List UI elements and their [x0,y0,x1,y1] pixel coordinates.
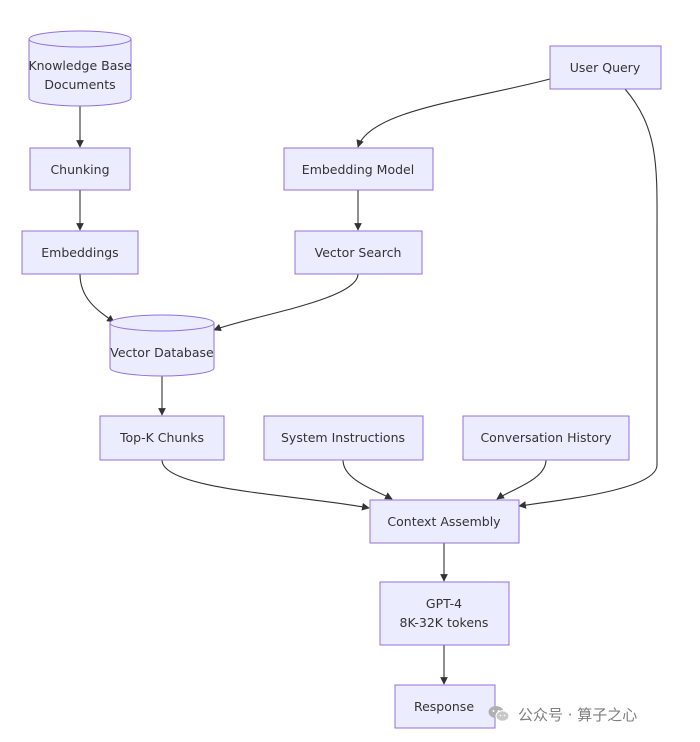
node-embedding-model: Embedding Model [283,147,434,191]
context-assembly-label: Context Assembly [387,514,501,529]
kb-label-line2: Documents [44,77,115,92]
watermark: 公众号 · 算子之心 [488,702,637,726]
node-conversation-history: Conversation History [462,415,630,461]
edges [76,78,658,685]
topk-chunks-label: Top-K Chunks [119,430,204,445]
node-context-assembly: Context Assembly [369,499,520,544]
node-knowledge-base: Knowledge Base Documents [28,30,132,107]
node-chunking: Chunking [29,147,131,191]
node-user-query: User Query [549,45,662,90]
kb-label-line1: Knowledge Base [28,58,131,73]
embedding-model-label: Embedding Model [302,162,414,177]
response-label: Response [414,699,474,714]
node-gpt4: GPT-4 8K-32K tokens [379,581,510,646]
edge-topk-context [161,459,370,511]
node-vector-database: Vector Database [109,314,215,377]
edge-history-context [496,459,547,500]
gpt4-label-line1: GPT-4 [426,596,462,611]
edge-system-context [342,459,393,500]
edge-query-embeddingmodel [356,78,551,148]
embeddings-label: Embeddings [41,245,118,260]
vector-database-label: Vector Database [110,345,214,360]
user-query-label: User Query [570,60,641,75]
edge-query-context [518,88,658,509]
system-instructions-label: System Instructions [281,430,405,445]
edge-vectorsearch-vectordb [213,273,359,332]
conversation-history-label: Conversation History [480,430,612,445]
node-vector-search: Vector Search [294,230,423,275]
gpt4-label-line2: 8K-32K tokens [400,615,489,630]
node-response: Response [394,684,496,729]
node-system-instructions: System Instructions [263,415,424,461]
node-topk-chunks: Top-K Chunks [99,415,225,461]
chunking-label: Chunking [50,162,109,177]
edge-embeddings-vectordb [79,273,115,323]
watermark-text: 公众号 · 算子之心 [518,705,638,724]
node-embeddings: Embeddings [21,230,139,275]
vector-search-label: Vector Search [315,245,402,260]
wechat-icon [488,706,510,722]
